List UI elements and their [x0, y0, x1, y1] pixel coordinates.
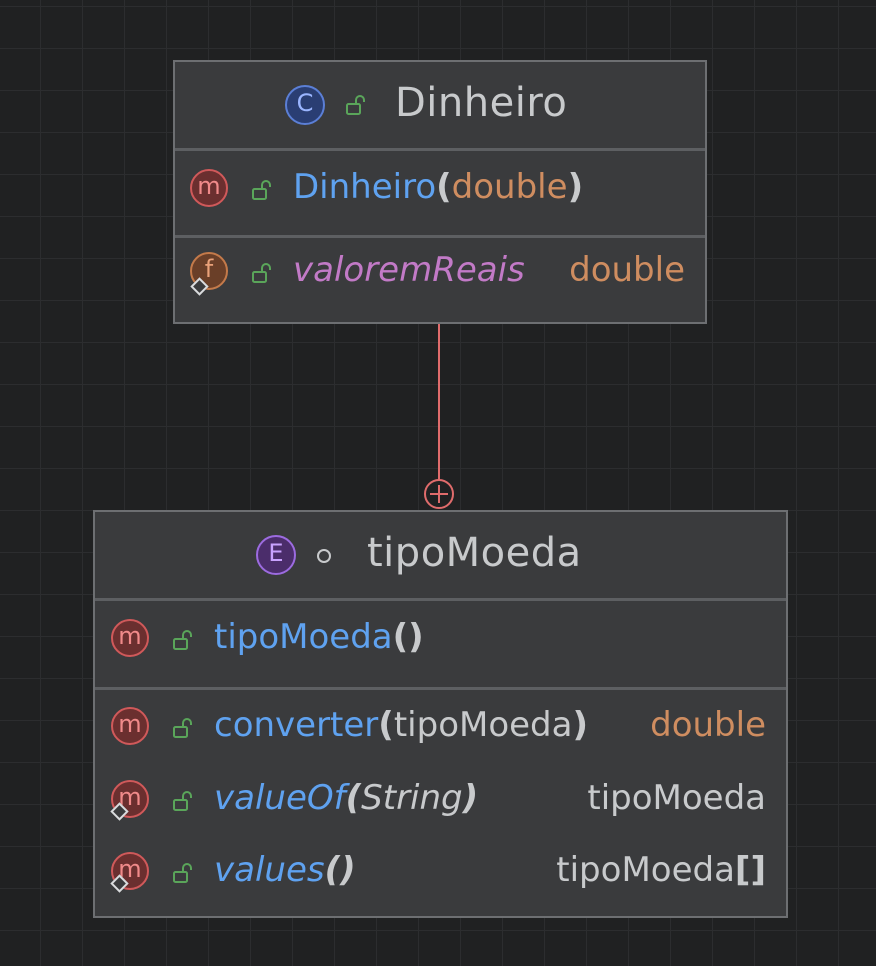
class-header: C Dinheiro	[175, 62, 705, 151]
enum-title: tipoMoeda	[367, 530, 582, 576]
constructor-name: tipoMoeda	[214, 617, 393, 657]
class-title: Dinheiro	[395, 80, 568, 126]
public-lock-icon	[173, 863, 192, 883]
return-type-name: tipoMoeda	[556, 850, 735, 890]
public-lock-icon	[252, 180, 271, 200]
paren-open: (	[378, 705, 394, 745]
return-type: tipoMoeda[]	[556, 850, 766, 890]
public-lock-icon	[173, 718, 192, 738]
enum-icon: E	[256, 535, 296, 575]
package-private-dot-icon	[317, 549, 331, 563]
return-type: tipoMoeda	[587, 778, 766, 818]
parens: ()	[392, 617, 424, 657]
public-lock-icon	[173, 791, 192, 811]
public-lock-icon	[346, 95, 365, 115]
parens: ()	[324, 850, 356, 890]
paren-open: (	[436, 167, 452, 207]
method-row-values[interactable]: m values() tipoMoeda[]	[95, 850, 786, 896]
method-row-converter[interactable]: m converter(tipoMoeda) double	[95, 705, 786, 751]
field-row[interactable]: f valoremReais double	[175, 250, 705, 296]
param-type: tipoMoeda	[393, 705, 573, 745]
param-type: String	[361, 778, 463, 818]
constructors-section: m Dinheiro(double)	[175, 151, 705, 238]
paren-open: (	[345, 778, 362, 818]
methods-section: m converter(tipoMoeda) double m valueOf(…	[95, 690, 786, 920]
enum-node-tipo-moeda[interactable]: E tipoMoeda m tipoMoeda() m converter(ti…	[93, 510, 788, 918]
method-icon: m	[111, 619, 149, 657]
param-type: double	[451, 167, 568, 207]
field-name: valoremReais	[293, 250, 525, 290]
class-icon: C	[285, 85, 325, 125]
method-row-valueof[interactable]: m valueOf(String) tipoMoeda	[95, 778, 786, 824]
array-brackets: []	[734, 850, 766, 890]
method-name: values	[214, 850, 325, 890]
method-name: valueOf	[214, 778, 346, 818]
constructor-signature: tipoMoeda()	[214, 617, 424, 657]
method-signature: converter(tipoMoeda)	[214, 705, 588, 745]
paren-close: )	[572, 705, 589, 745]
method-signature: values()	[214, 850, 356, 890]
method-signature: valueOf(String)	[214, 778, 478, 818]
return-type: double	[650, 705, 766, 745]
public-lock-icon	[173, 630, 192, 650]
method-icon: m	[111, 707, 149, 745]
field-type: double	[569, 250, 685, 290]
fields-section: f valoremReais double	[175, 238, 705, 318]
class-node-dinheiro[interactable]: C Dinheiro m Dinheiro(double) f va	[173, 60, 707, 324]
method-icon: m	[111, 780, 149, 818]
paren-close: )	[567, 167, 584, 207]
public-lock-icon	[252, 263, 271, 283]
paren-close: )	[462, 778, 479, 818]
method-name: converter	[214, 705, 379, 745]
constructors-section: m tipoMoeda()	[95, 601, 786, 690]
constructor-row[interactable]: m tipoMoeda()	[95, 617, 786, 663]
enum-header: E tipoMoeda	[95, 512, 786, 601]
constructor-signature: Dinheiro(double)	[293, 167, 583, 207]
method-icon: m	[190, 169, 228, 207]
constructor-name: Dinheiro	[293, 167, 437, 207]
constructor-row[interactable]: m Dinheiro(double)	[175, 167, 705, 213]
